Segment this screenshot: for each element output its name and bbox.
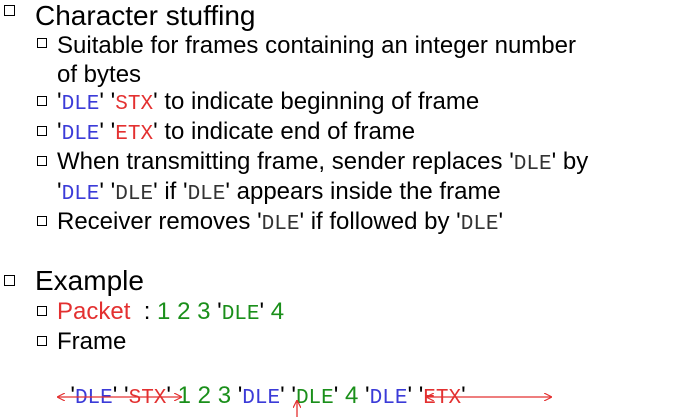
packet-label: Packet xyxy=(57,298,131,325)
bullet-icon xyxy=(37,216,47,226)
bullet-icon xyxy=(37,156,47,166)
dle-token: DLE xyxy=(61,183,100,206)
bullet-item-dle-etx: 'DLE' 'ETX' to indicate end of frame xyxy=(57,118,416,146)
bullet-item-dle-stx: 'DLE' 'STX' to indicate beginning of fra… xyxy=(57,88,480,116)
packet-numbers: 1 2 3 xyxy=(157,298,218,325)
bullet-icon xyxy=(37,336,47,346)
bullet-icon xyxy=(4,275,15,286)
bullet-item-suitable-line1: Suitable for frames containing an intege… xyxy=(57,32,576,59)
dle-token: DLE xyxy=(295,387,334,410)
section-heading-character-stuffing: Character stuffing xyxy=(35,0,256,31)
packet-line: Packet : 1 2 3 'DLE' 4 xyxy=(57,298,285,326)
packet-number-4: 4 xyxy=(264,298,285,325)
dle-token: DLE xyxy=(61,93,100,116)
dle-token: DLE xyxy=(513,153,552,176)
frame-label-line: Frame xyxy=(57,328,127,355)
section-heading-example: Example xyxy=(35,265,144,296)
bullet-item-receiver-removes: Receiver removes 'DLE' if followed by 'D… xyxy=(57,208,504,236)
dle-token: DLE xyxy=(369,387,408,410)
bullet-icon xyxy=(37,306,47,316)
stx-token: STX xyxy=(115,93,154,116)
frame-number-4: 4 xyxy=(345,382,359,409)
bullet-icon xyxy=(37,96,47,106)
bullet-item-sender-replaces-line1: When transmitting frame, sender replaces… xyxy=(57,148,589,176)
bullet-item-sender-replaces-line2: 'DLE' 'DLE' if 'DLE' appears inside the … xyxy=(57,178,501,206)
dle-token: DLE xyxy=(187,183,226,206)
bullet-icon xyxy=(4,5,15,16)
frame-numbers: 1 2 3 xyxy=(177,382,232,409)
dle-token: DLE xyxy=(261,213,300,236)
bullet-icon xyxy=(37,38,47,48)
bullet-item-suitable-line2: of bytes xyxy=(57,61,142,88)
dle-token: DLE xyxy=(460,213,499,236)
dle-token: DLE xyxy=(221,303,260,326)
dle-token: DLE xyxy=(242,387,281,410)
dle-token: DLE xyxy=(61,123,100,146)
bullet-icon xyxy=(37,126,47,136)
dle-token: DLE xyxy=(115,183,154,206)
etx-token: ETX xyxy=(115,123,154,146)
